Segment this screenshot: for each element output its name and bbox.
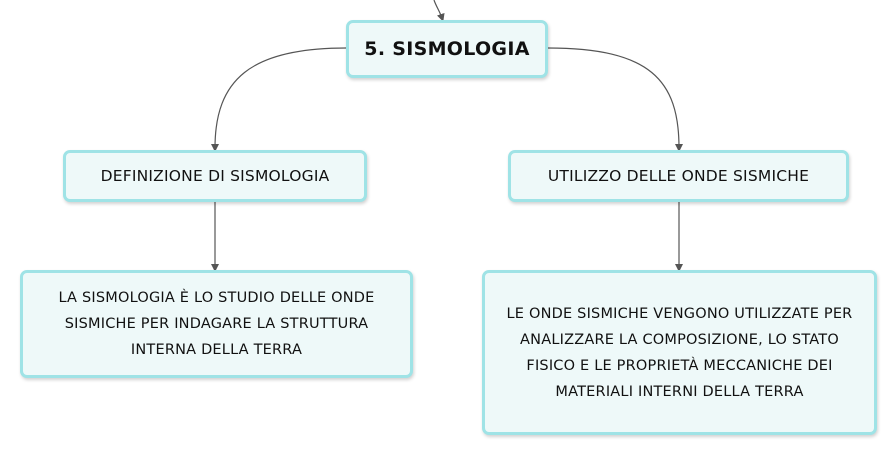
root-node-sismologia[interactable]: 5. SISMOLOGIA <box>346 20 548 78</box>
detail-node-text: LE ONDE SISMICHE VENGONO UTILIZZATE PER … <box>506 305 853 400</box>
connector-root-to-utilizzo <box>547 47 683 152</box>
branch-node-label: DEFINIZIONE DI SISMOLOGIA <box>100 167 330 185</box>
connector-incoming-to-root <box>433 0 445 22</box>
connector-root-to-definizione <box>211 47 347 152</box>
detail-node-definizione[interactable]: LA SISMOLOGIA È LO STUDIO DELLE ONDE SIS… <box>20 270 413 378</box>
detail-node-utilizzo[interactable]: LE ONDE SISMICHE VENGONO UTILIZZATE PER … <box>482 270 877 435</box>
branch-node-definizione[interactable]: DEFINIZIONE DI SISMOLOGIA <box>63 150 367 202</box>
detail-node-text: LA SISMOLOGIA È LO STUDIO DELLE ONDE SIS… <box>58 290 375 358</box>
root-node-label: 5. SISMOLOGIA <box>364 38 530 60</box>
branch-node-label: UTILIZZO DELLE ONDE SISMICHE <box>547 167 810 185</box>
branch-node-utilizzo[interactable]: UTILIZZO DELLE ONDE SISMICHE <box>508 150 849 202</box>
